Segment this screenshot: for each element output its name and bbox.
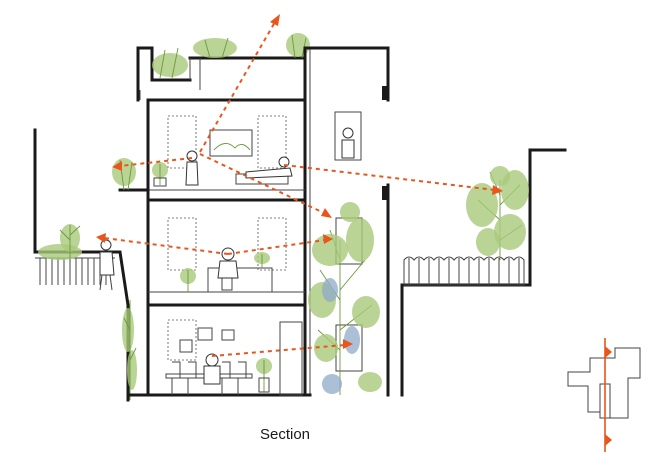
desk [207, 267, 273, 293]
left-garden-plants [38, 224, 137, 400]
neighbour-person [99, 239, 115, 291]
corrugated-fence [403, 256, 525, 286]
desk-person [217, 247, 239, 279]
left-fence [39, 258, 107, 285]
dining-chairs [171, 361, 247, 395]
lounging-person [245, 156, 293, 179]
sightlines [96, 14, 503, 357]
frame-2 [197, 327, 213, 341]
sightline-neighbour-garden [103, 237, 229, 255]
sightline-neighbour-tree [283, 164, 496, 191]
rear-window-top [334, 111, 362, 161]
dining-person [203, 353, 221, 385]
key-plan-icon [567, 338, 641, 452]
right-neighbour [400, 148, 567, 397]
roof-garden-plants [152, 33, 310, 79]
upper-window-outline [167, 115, 197, 169]
sightline-sky [199, 21, 276, 153]
upper-floor-person [185, 150, 199, 186]
indoor-plant [256, 358, 272, 393]
diagram-caption: Section [259, 426, 311, 443]
neighbour-tree [466, 166, 529, 260]
left-neighbour [33, 128, 137, 402]
frame-3 [221, 329, 235, 341]
sightline-courtyard-middle [227, 239, 326, 255]
kitchen-unit [279, 321, 303, 396]
rear-courtyard [308, 111, 382, 395]
wall-painting [209, 129, 253, 157]
rear-window-person [341, 127, 355, 159]
house-section [112, 33, 390, 397]
frame-1 [179, 339, 193, 353]
courtyard-tree [308, 202, 382, 395]
sightline-courtyard-ground [211, 344, 346, 357]
fence-ribs [408, 258, 520, 285]
desk-plant [180, 252, 270, 292]
